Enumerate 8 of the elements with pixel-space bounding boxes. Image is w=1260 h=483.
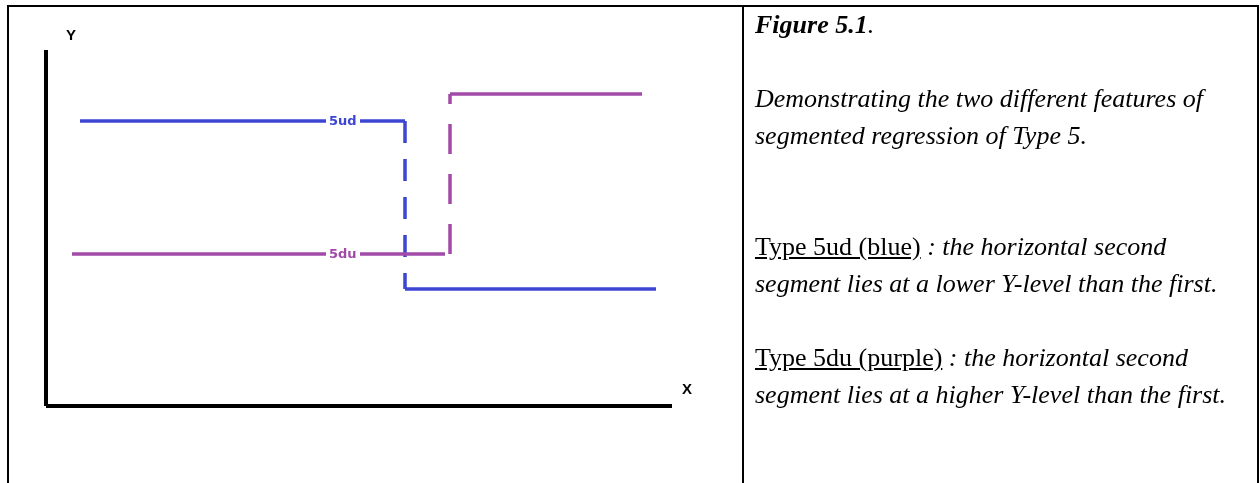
series-label: 5du bbox=[326, 246, 360, 261]
legend-text: Type 5ud (blue) : the horizontal second segment lies at a lower Y-level than the first. bbox=[755, 231, 1219, 300]
axis-label: Y bbox=[66, 26, 76, 43]
figure-title: Figure 5.1. bbox=[755, 9, 876, 41]
caption-text: Demonstrating the two different features of segmented regression of Type 5. bbox=[755, 80, 1250, 154]
legend-text: Type 5du (purple) : the horizontal second segment lies at a higher Y-level than the first. bbox=[755, 342, 1228, 411]
axis-label: X bbox=[682, 380, 692, 397]
series-label: 5ud bbox=[326, 113, 360, 128]
